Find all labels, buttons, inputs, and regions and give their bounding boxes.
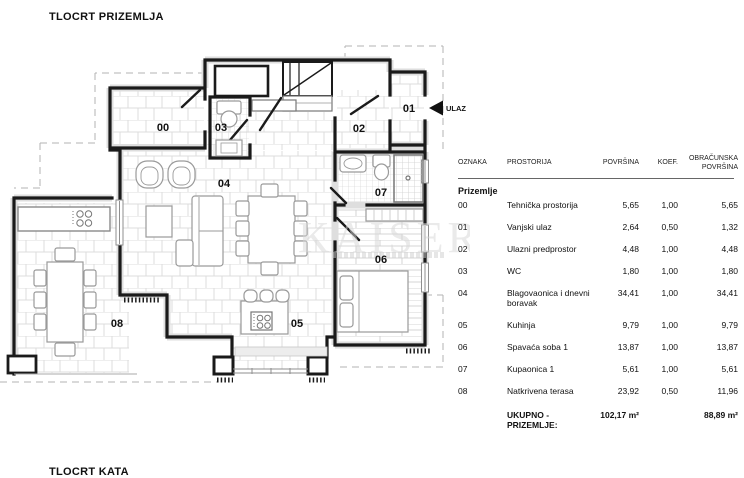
- coffee-table: [145, 205, 173, 238]
- hall-bench: [251, 99, 297, 112]
- area-table: OZNAKA PROSTORIJA POVRŠINA KOEF. OBRAČUN…: [458, 155, 738, 430]
- floor-plan-drawing: KAISER ULAZ 00 01 02 03 04 05 06 07 08: [0, 45, 477, 383]
- row-coef: 0,50: [661, 221, 678, 232]
- footer-title: TLOCRT KATA: [49, 466, 129, 478]
- row-name: Natkrivena terasa: [507, 385, 574, 396]
- row-area: 13,87: [617, 341, 639, 352]
- row-area: 5,65: [622, 199, 639, 210]
- total-area: 102,17 m²: [600, 409, 639, 420]
- shower: [393, 154, 424, 203]
- row-coef: 1,00: [661, 287, 678, 298]
- row-name: Kuhinja: [507, 319, 536, 330]
- bathroom-vanity: [339, 154, 367, 173]
- row-area: 9,79: [622, 319, 639, 330]
- row-name: WC: [507, 265, 522, 276]
- row-area: 34,41: [617, 287, 639, 298]
- room-labels: 00 01 02 03 04 05 06 07 08: [111, 103, 415, 330]
- row-name: Spavaća soba 1: [507, 341, 568, 352]
- row-area: 4,48: [622, 243, 639, 254]
- header-obracunska: OBRAČUNSKA POVRŠINA: [688, 155, 738, 171]
- row-area: 2,64: [622, 221, 639, 232]
- header-oznaka: OZNAKA: [458, 159, 487, 167]
- armchair: [135, 160, 164, 189]
- room-label-03: 03: [215, 122, 227, 134]
- table-section-title: Prizemlje: [458, 185, 498, 196]
- eaves-dashed-line: [0, 45, 444, 383]
- sofa: [175, 195, 224, 267]
- row-calc: 1,32: [721, 221, 738, 232]
- row-name: Ulazni predprostor: [507, 243, 577, 254]
- row-coef: 0,50: [661, 385, 678, 396]
- header-prostorija: PROSTORIJA: [507, 159, 552, 167]
- header-povrsina: POVRŠINA: [602, 159, 639, 167]
- furniture: [17, 100, 424, 357]
- row-code: 06: [458, 341, 468, 352]
- room-label-05: 05: [291, 318, 303, 330]
- header-divider: [458, 177, 734, 179]
- wardrobe: [365, 208, 424, 222]
- row-coef: 1,00: [661, 363, 678, 374]
- row-calc: 5,65: [721, 199, 738, 210]
- row-coef: 1,00: [661, 243, 678, 254]
- row-coef: 1,00: [661, 341, 678, 352]
- row-calc: 4,48: [721, 243, 738, 254]
- row-code: 07: [458, 363, 468, 374]
- row-code: 02: [458, 243, 468, 254]
- row-calc: 1,80: [721, 265, 738, 276]
- table-header: OZNAKA PROSTORIJA POVRŠINA KOEF. OBRAČUN…: [458, 155, 738, 173]
- room-label-06: 06: [375, 254, 387, 266]
- armchair: [167, 160, 196, 189]
- header-koef: KOEF.: [657, 159, 678, 167]
- pillars: [6, 354, 329, 376]
- table-rows: 00 Tehnička prostorija 5,65 1,00 5,65 01…: [458, 199, 738, 396]
- row-area: 5,61: [622, 363, 639, 374]
- watermark: KAISER: [298, 213, 477, 262]
- room-label-00: 00: [157, 122, 169, 134]
- row-area: 23,92: [617, 385, 639, 396]
- kitchen-island: [234, 289, 328, 357]
- row-name: Tehnička prostorija: [507, 199, 578, 210]
- dining-table: [235, 183, 308, 276]
- row-code: 04: [458, 287, 468, 298]
- row-code: 00: [458, 199, 468, 210]
- footing-hatch: [124, 297, 430, 383]
- row-name: Kupaonica 1: [507, 363, 555, 374]
- page-title: TLOCRT PRIZEMLJA: [49, 11, 164, 23]
- entrance-arrow-icon: [429, 100, 443, 116]
- row-area: 1,80: [622, 265, 639, 276]
- bathroom-toilet: [372, 154, 391, 181]
- row-calc: 11,96: [717, 385, 738, 396]
- entrance-label: ULAZ: [446, 104, 466, 113]
- row-name: Vanjski ulaz: [507, 221, 552, 232]
- room-label-07: 07: [375, 187, 387, 199]
- row-code: 01: [458, 221, 468, 232]
- row-calc: 13,87: [716, 341, 738, 352]
- row-calc: 9,79: [721, 319, 738, 330]
- row-code: 05: [458, 319, 468, 330]
- row-code: 08: [458, 385, 468, 396]
- outdoor-kitchen: [17, 206, 111, 232]
- room-label-02: 02: [353, 123, 365, 135]
- floor-plan: KAISER ULAZ 00 01 02 03 04 05 06 07 08: [0, 36, 477, 440]
- total-label: UKUPNO - PRIZEMLJE:: [507, 409, 558, 430]
- room-label-01: 01: [403, 103, 415, 115]
- door-leaves: [180, 88, 380, 242]
- toilet: [216, 100, 242, 128]
- room-label-08: 08: [111, 318, 123, 330]
- row-calc: 34,41: [716, 287, 738, 298]
- row-coef: 1,00: [661, 199, 678, 210]
- row-coef: 1,00: [661, 319, 678, 330]
- table-total-row: UKUPNO - PRIZEMLJE: 102,17 m² 88,89 m²: [458, 409, 738, 430]
- windows: [115, 159, 429, 374]
- row-code: 03: [458, 265, 468, 276]
- room-label-04: 04: [218, 178, 231, 190]
- entrance-marker: ULAZ: [429, 100, 466, 116]
- row-coef: 1,00: [661, 265, 678, 276]
- row-calc: 5,61: [721, 363, 738, 374]
- terrace-table: [33, 247, 97, 357]
- bed: [336, 270, 409, 333]
- row-name: Blagovaonica i dnevni boravak: [507, 287, 590, 308]
- hall-closet: [213, 64, 270, 98]
- total-calc: 88,89 m²: [703, 409, 738, 420]
